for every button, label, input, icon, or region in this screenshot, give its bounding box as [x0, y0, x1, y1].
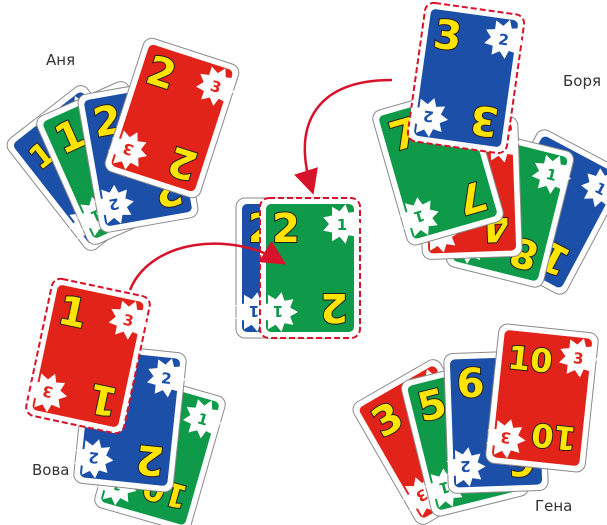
card-mark-count: 2: [160, 369, 172, 388]
player-name-anya: Аня: [46, 51, 75, 69]
player-name-gena: Гена: [535, 497, 572, 515]
card-mark-count: 1: [337, 216, 347, 234]
player-name-vova: Вова: [32, 461, 70, 479]
card-mark-count: 3: [572, 349, 584, 368]
card-mark-count-inverted: 2: [460, 457, 471, 475]
card-value: 2: [272, 206, 300, 252]
hand-3-card-3: 10 10 3 3: [484, 323, 601, 473]
card-value-inverted: 2: [134, 435, 166, 484]
card-mark-count-inverted: 3: [500, 428, 512, 447]
card-mark-count-inverted: 1: [249, 302, 259, 320]
card-value-inverted: 10: [530, 415, 578, 457]
card-value: 10: [506, 338, 554, 380]
card-mark-count-inverted: 1: [273, 302, 283, 320]
player-name-borya: Боря: [563, 72, 601, 90]
pile-card-1: 22 1 1: [259, 198, 362, 338]
card-value-inverted: 2: [320, 284, 348, 330]
card-mark-count-inverted: 2: [88, 448, 100, 467]
card-value: 6: [456, 360, 485, 407]
